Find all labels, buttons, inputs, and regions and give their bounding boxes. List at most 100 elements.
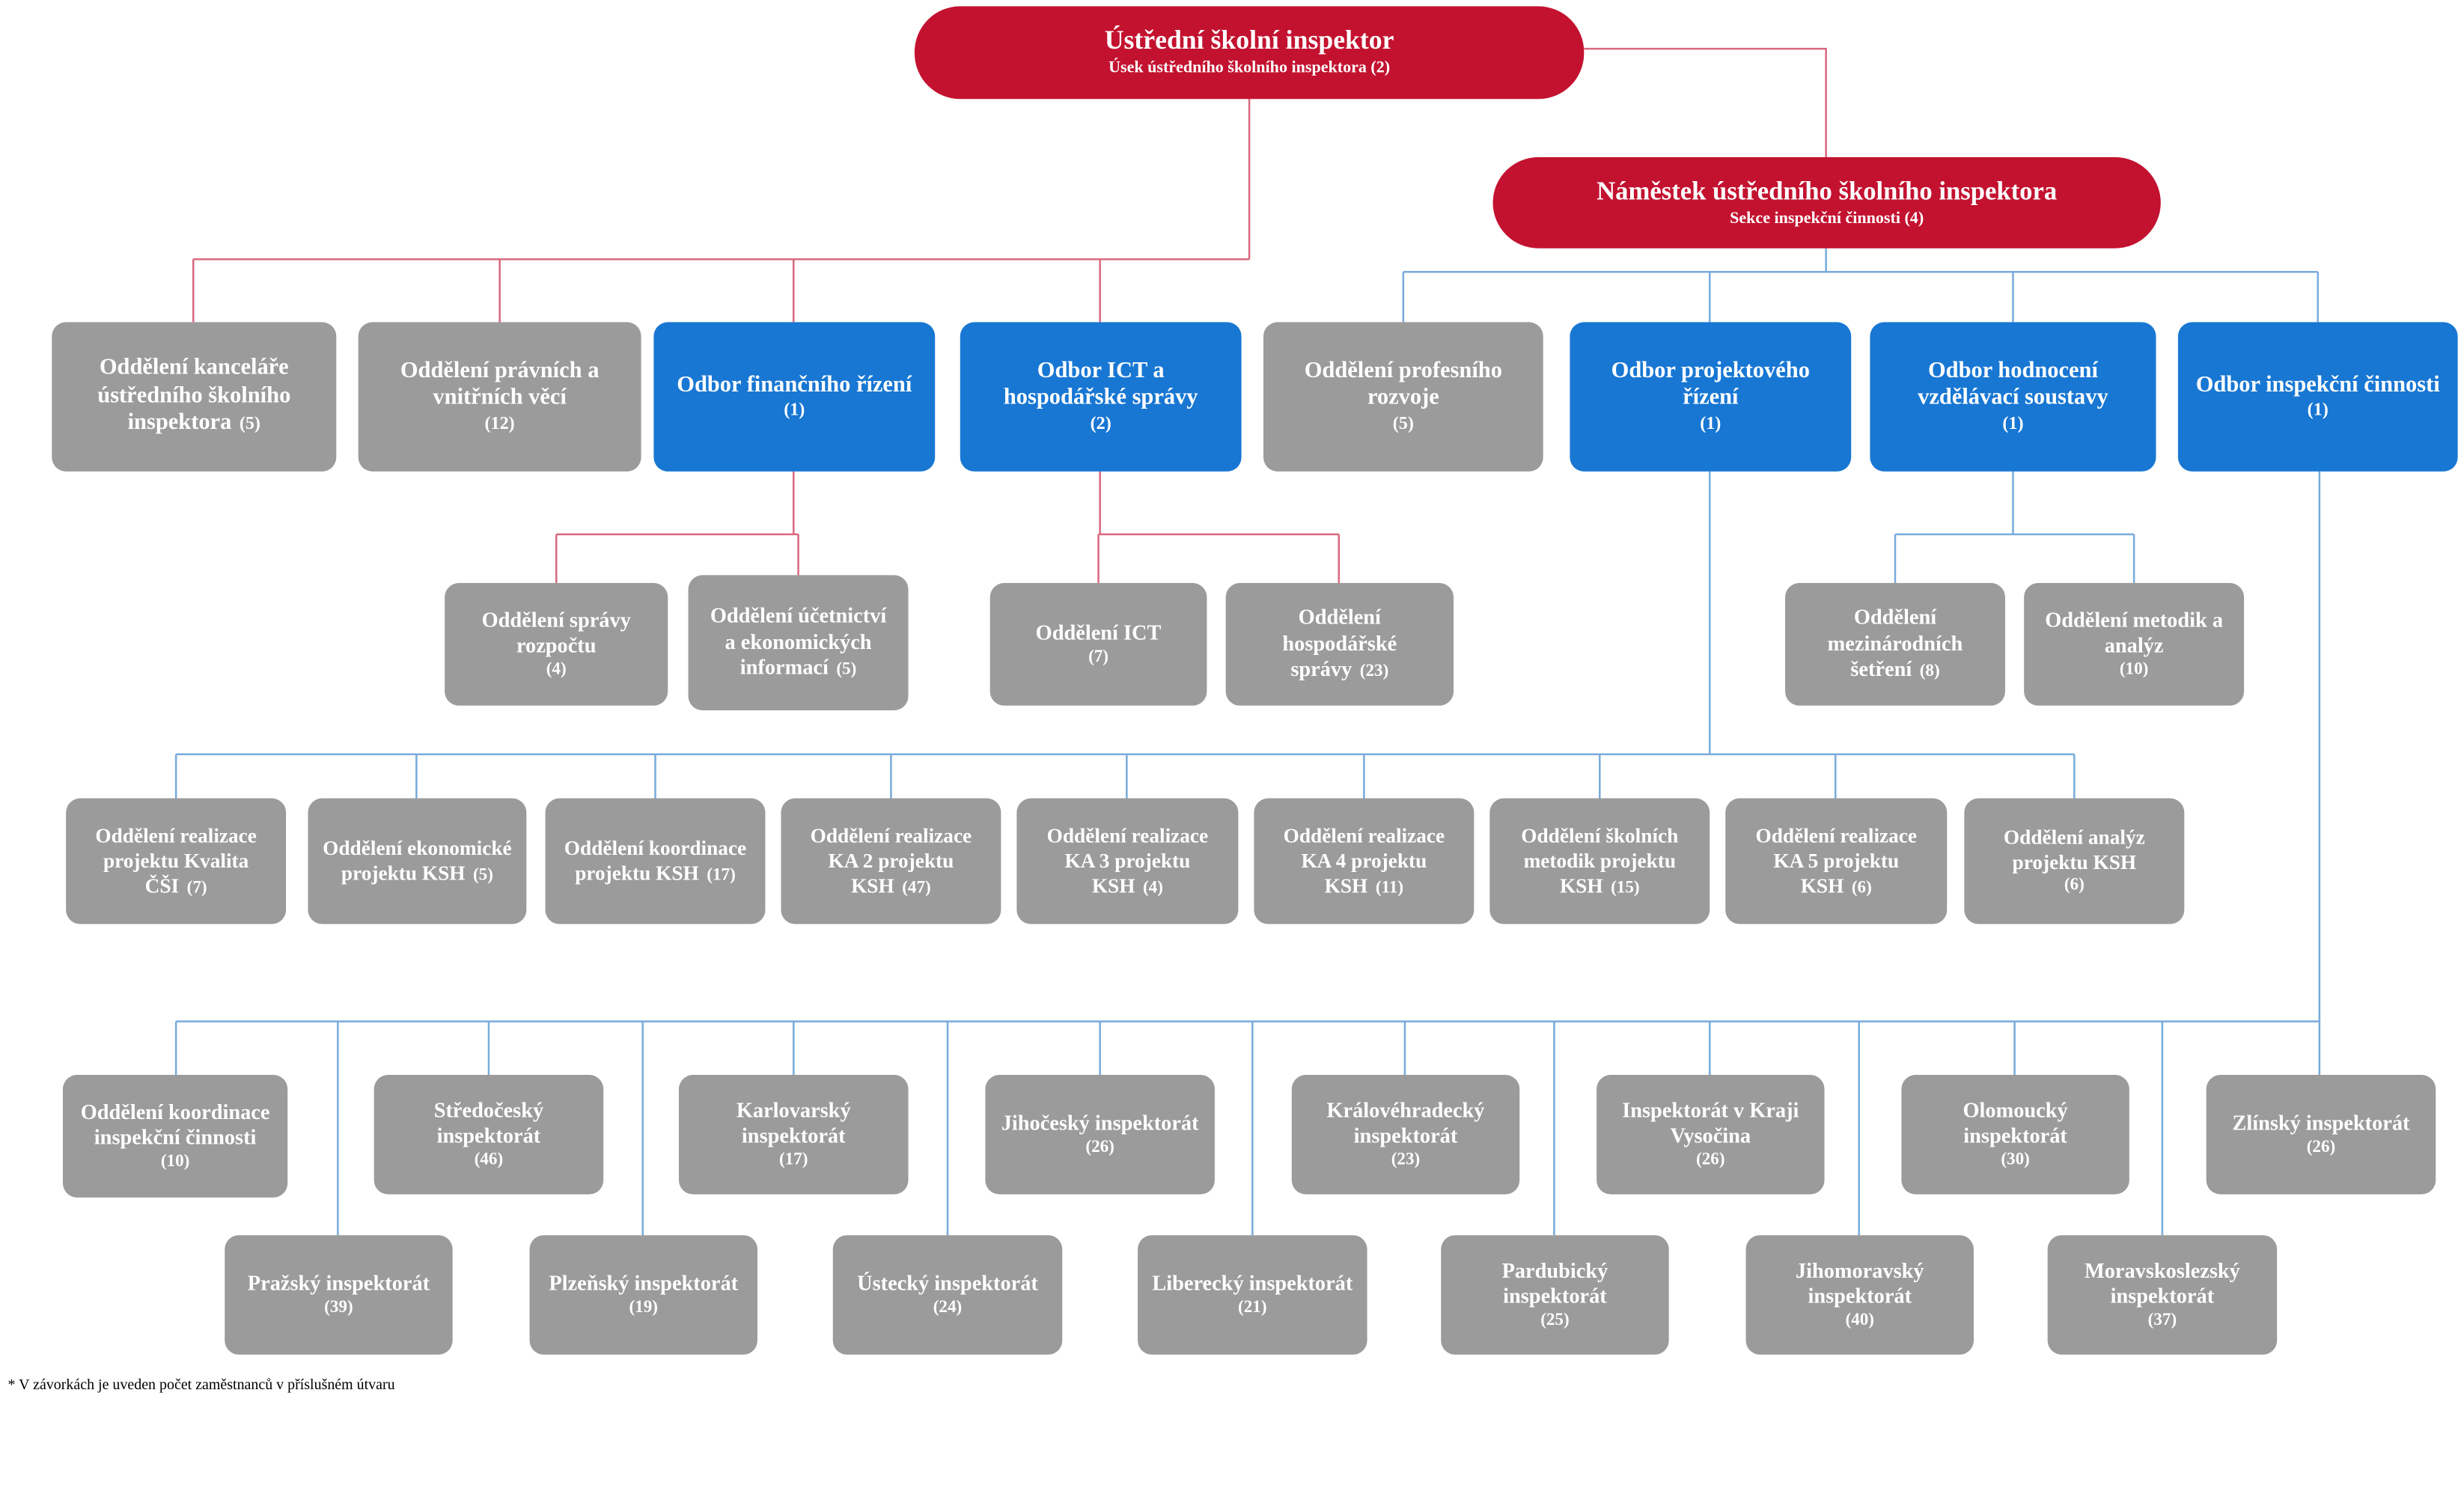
node-count: (39) (324, 1297, 353, 1317)
node-oddeleni-metodik-analyz: Oddělení metodik a analýz(10) (2024, 582, 2245, 706)
connector-inspekcni-children (174, 471, 2321, 1236)
node-text: Olomoucký inspektorát(30) (1915, 1098, 2115, 1171)
node-label: Odbor ICT a hospodářské správy (1003, 358, 1198, 411)
node-prazsky-inspektorat: Pražský inspektorát(39) (225, 1235, 453, 1355)
node-text: Oddělení kanceláře ústředního školního i… (66, 355, 322, 438)
node-count: (8) (1919, 662, 1940, 681)
node-text: Ústecký inspektorát(24) (857, 1272, 1038, 1319)
node-label: Oddělení školních metodik projektu KSH (1521, 823, 1679, 897)
node-text: Odbor hodnocení vzdělávací soustavy(1) (1884, 358, 2141, 436)
node-label: Oddělení kanceláře ústředního školního i… (97, 355, 291, 436)
node-label: Olomoucký inspektorát (1963, 1098, 2068, 1148)
node-label: Oddělení hospodářské správy (1282, 605, 1397, 681)
node-subtitle: Úsek ústředního školního inspektora (2) (1109, 60, 1391, 78)
node-text: Oddělení mezinárodních šetření(8) (1799, 606, 1991, 683)
node-koordinace-ksh: Oddělení koordinace projektu KSH(17) (545, 798, 766, 924)
connector-projekt-children (174, 471, 2076, 799)
node-count: (10) (2119, 659, 2149, 679)
node-oddeleni-ict: Oddělení ICT(7) (989, 582, 1207, 706)
node-count: (17) (778, 1150, 808, 1169)
blue-connectors (174, 248, 2321, 1236)
node-count: (25) (1540, 1310, 1570, 1329)
connector-hodnoceni-children (1894, 471, 2135, 583)
node-count: (1) (784, 401, 805, 421)
node-text: Oddělení právních a vnitřních věcí(12) (373, 358, 627, 436)
node-label: Oddělení účetnictví a ekonomických infor… (710, 603, 887, 680)
node-label: Odbor inspekční činnosti (2195, 371, 2440, 397)
node-count: (4) (546, 659, 567, 679)
node-label: Jihočeský inspektorát (1001, 1111, 1199, 1135)
node-text: Karlovarský inspektorát(17) (693, 1098, 894, 1171)
node-text: Pražský inspektorát(39) (248, 1272, 430, 1319)
node-label: Pardubický inspektorát (1501, 1258, 1608, 1308)
node-oddeleni-profesniho-rozvoje: Oddělení profesního rozvoje (5) (1263, 322, 1543, 472)
node-text: Oddělení koordinace projektu KSH(17) (559, 836, 751, 887)
connector-usi-row1 (192, 97, 1251, 323)
node-count: (17) (707, 865, 736, 885)
node-label: Oddělení realizace KA 4 projektu KSH (1283, 823, 1445, 897)
node-label: Oddělení realizace KA 2 projektu KSH (810, 823, 972, 897)
connector-ict-children (1097, 471, 1341, 583)
node-count: (7) (1088, 647, 1109, 666)
node-label: Oddělení realizace projektu Kvalita ČŠI (95, 823, 257, 897)
node-stredocesky-inspektorat: Středočeský inspektorát (46) (373, 1075, 604, 1195)
node-count: (7) (186, 877, 207, 897)
node-label: Jihomoravský inspektorát (1795, 1258, 1924, 1308)
node-count: (24) (933, 1297, 963, 1317)
node-oddeleni-spravy-rozpoctu: Oddělení správy rozpočtu(4) (445, 582, 668, 706)
node-count: (6) (1851, 877, 1872, 897)
node-label: Královéhradecký inspektorát (1326, 1098, 1485, 1148)
node-ustredni-skolni-inspektor: Ústřední školní inspektor Úsek ústředníh… (914, 6, 1585, 100)
node-zlinsky-inspektorat: Zlínský inspektorát(26) (2206, 1075, 2436, 1195)
node-koordinace-inspekcni-cinnosti: Oddělení koordinace inspekční činnosti(1… (62, 1075, 288, 1198)
node-count: (6) (2064, 875, 2085, 894)
node-analyz-ksh: Oddělení analýz projektu KSH(6) (1964, 798, 2185, 924)
node-text: Oddělení realizace projektu Kvalita ČŠI(… (80, 823, 272, 899)
node-label: Oddělení profesního rozvoje (1304, 358, 1502, 411)
node-skolnich-metodik-ksh: Oddělení školních metodik projektu KSH(1… (1489, 798, 1710, 924)
node-label: Středočeský inspektorát (433, 1098, 544, 1148)
node-ka3-ksh: Oddělení realizace KA 3 projektu KSH(4) (1016, 798, 1239, 924)
node-count: (5) (836, 660, 857, 680)
node-count: (21) (1238, 1297, 1267, 1317)
node-label: Oddělení koordinace inspekční činnosti (80, 1100, 270, 1150)
node-text: Odbor ICT a hospodářské správy(2) (975, 358, 1228, 436)
node-label: Odbor projektového řízení (1611, 358, 1810, 411)
node-label: Oddělení realizace KA 3 projektu KSH (1046, 823, 1209, 897)
node-label: Oddělení mezinárodních šetření (1827, 605, 1963, 681)
node-text: Pardubický inspektorát (25) (1455, 1258, 1655, 1331)
node-namestek: Náměstek ústředního školního inspektora … (1492, 156, 2161, 249)
node-label: Ústřední školní inspektor (1104, 25, 1394, 55)
node-count: (1) (1700, 415, 1722, 434)
node-count: (40) (1845, 1310, 1874, 1329)
node-text: Inspektorát v Kraji Vysočina(26) (1611, 1098, 1811, 1171)
node-ekonomicke-ksh: Oddělení ekonomické projektu KSH(5) (308, 798, 527, 924)
node-label: Oddělení realizace KA 5 projektu KSH (1755, 823, 1918, 897)
node-text: Oddělení koordinace inspekční činnosti(1… (77, 1100, 273, 1172)
node-plzensky-inspektorat: Plzeňský inspektorát(19) (529, 1235, 757, 1355)
node-text: Oddělení realizace KA 4 projektu KSH(11) (1268, 823, 1460, 899)
node-oddeleni-ucetnictvi: Oddělení účetnictví a ekonomických infor… (688, 575, 909, 710)
node-label: Oddělení právních a vnitřních věcí (400, 358, 600, 411)
node-text: Oddělení hospodářské správy(23) (1240, 606, 1440, 683)
node-count: (1) (2307, 401, 2329, 421)
node-text: Oddělení ICT(7) (1036, 621, 1162, 668)
node-text: Královéhradecký inspektorát(23) (1306, 1098, 1506, 1171)
node-count: (26) (1085, 1137, 1114, 1156)
node-label: Oddělení koordinace projektu KSH (564, 835, 747, 885)
node-text: Odbor finančního řízení(1) (677, 372, 912, 422)
node-text: Oddělení realizace KA 2 projektu KSH(47) (795, 823, 986, 899)
node-jihomoravsky-inspektorat: Jihomoravský inspektorát (40) (1745, 1235, 1974, 1355)
node-text: Oddělení metodik a analýz(10) (2038, 608, 2230, 680)
node-label: Pražský inspektorát (247, 1271, 430, 1296)
node-ka5-ksh: Oddělení realizace KA 5 projektu KSH(6) (1725, 798, 1948, 924)
node-ka2-ksh: Oddělení realizace KA 2 projektu KSH(47) (781, 798, 1001, 924)
connector-namestek-row1 (1402, 248, 2320, 323)
node-count: (46) (474, 1150, 504, 1169)
node-kralovehradecky-inspektorat: Královéhradecký inspektorát(23) (1291, 1075, 1520, 1195)
node-text: Plzeňský inspektorát(19) (549, 1272, 738, 1319)
node-label: Moravskoslezský inspektorát (2084, 1258, 2240, 1308)
node-count: (5) (1392, 415, 1414, 434)
node-ustecky-inspektorat: Ústecký inspektorát(24) (832, 1235, 1063, 1355)
